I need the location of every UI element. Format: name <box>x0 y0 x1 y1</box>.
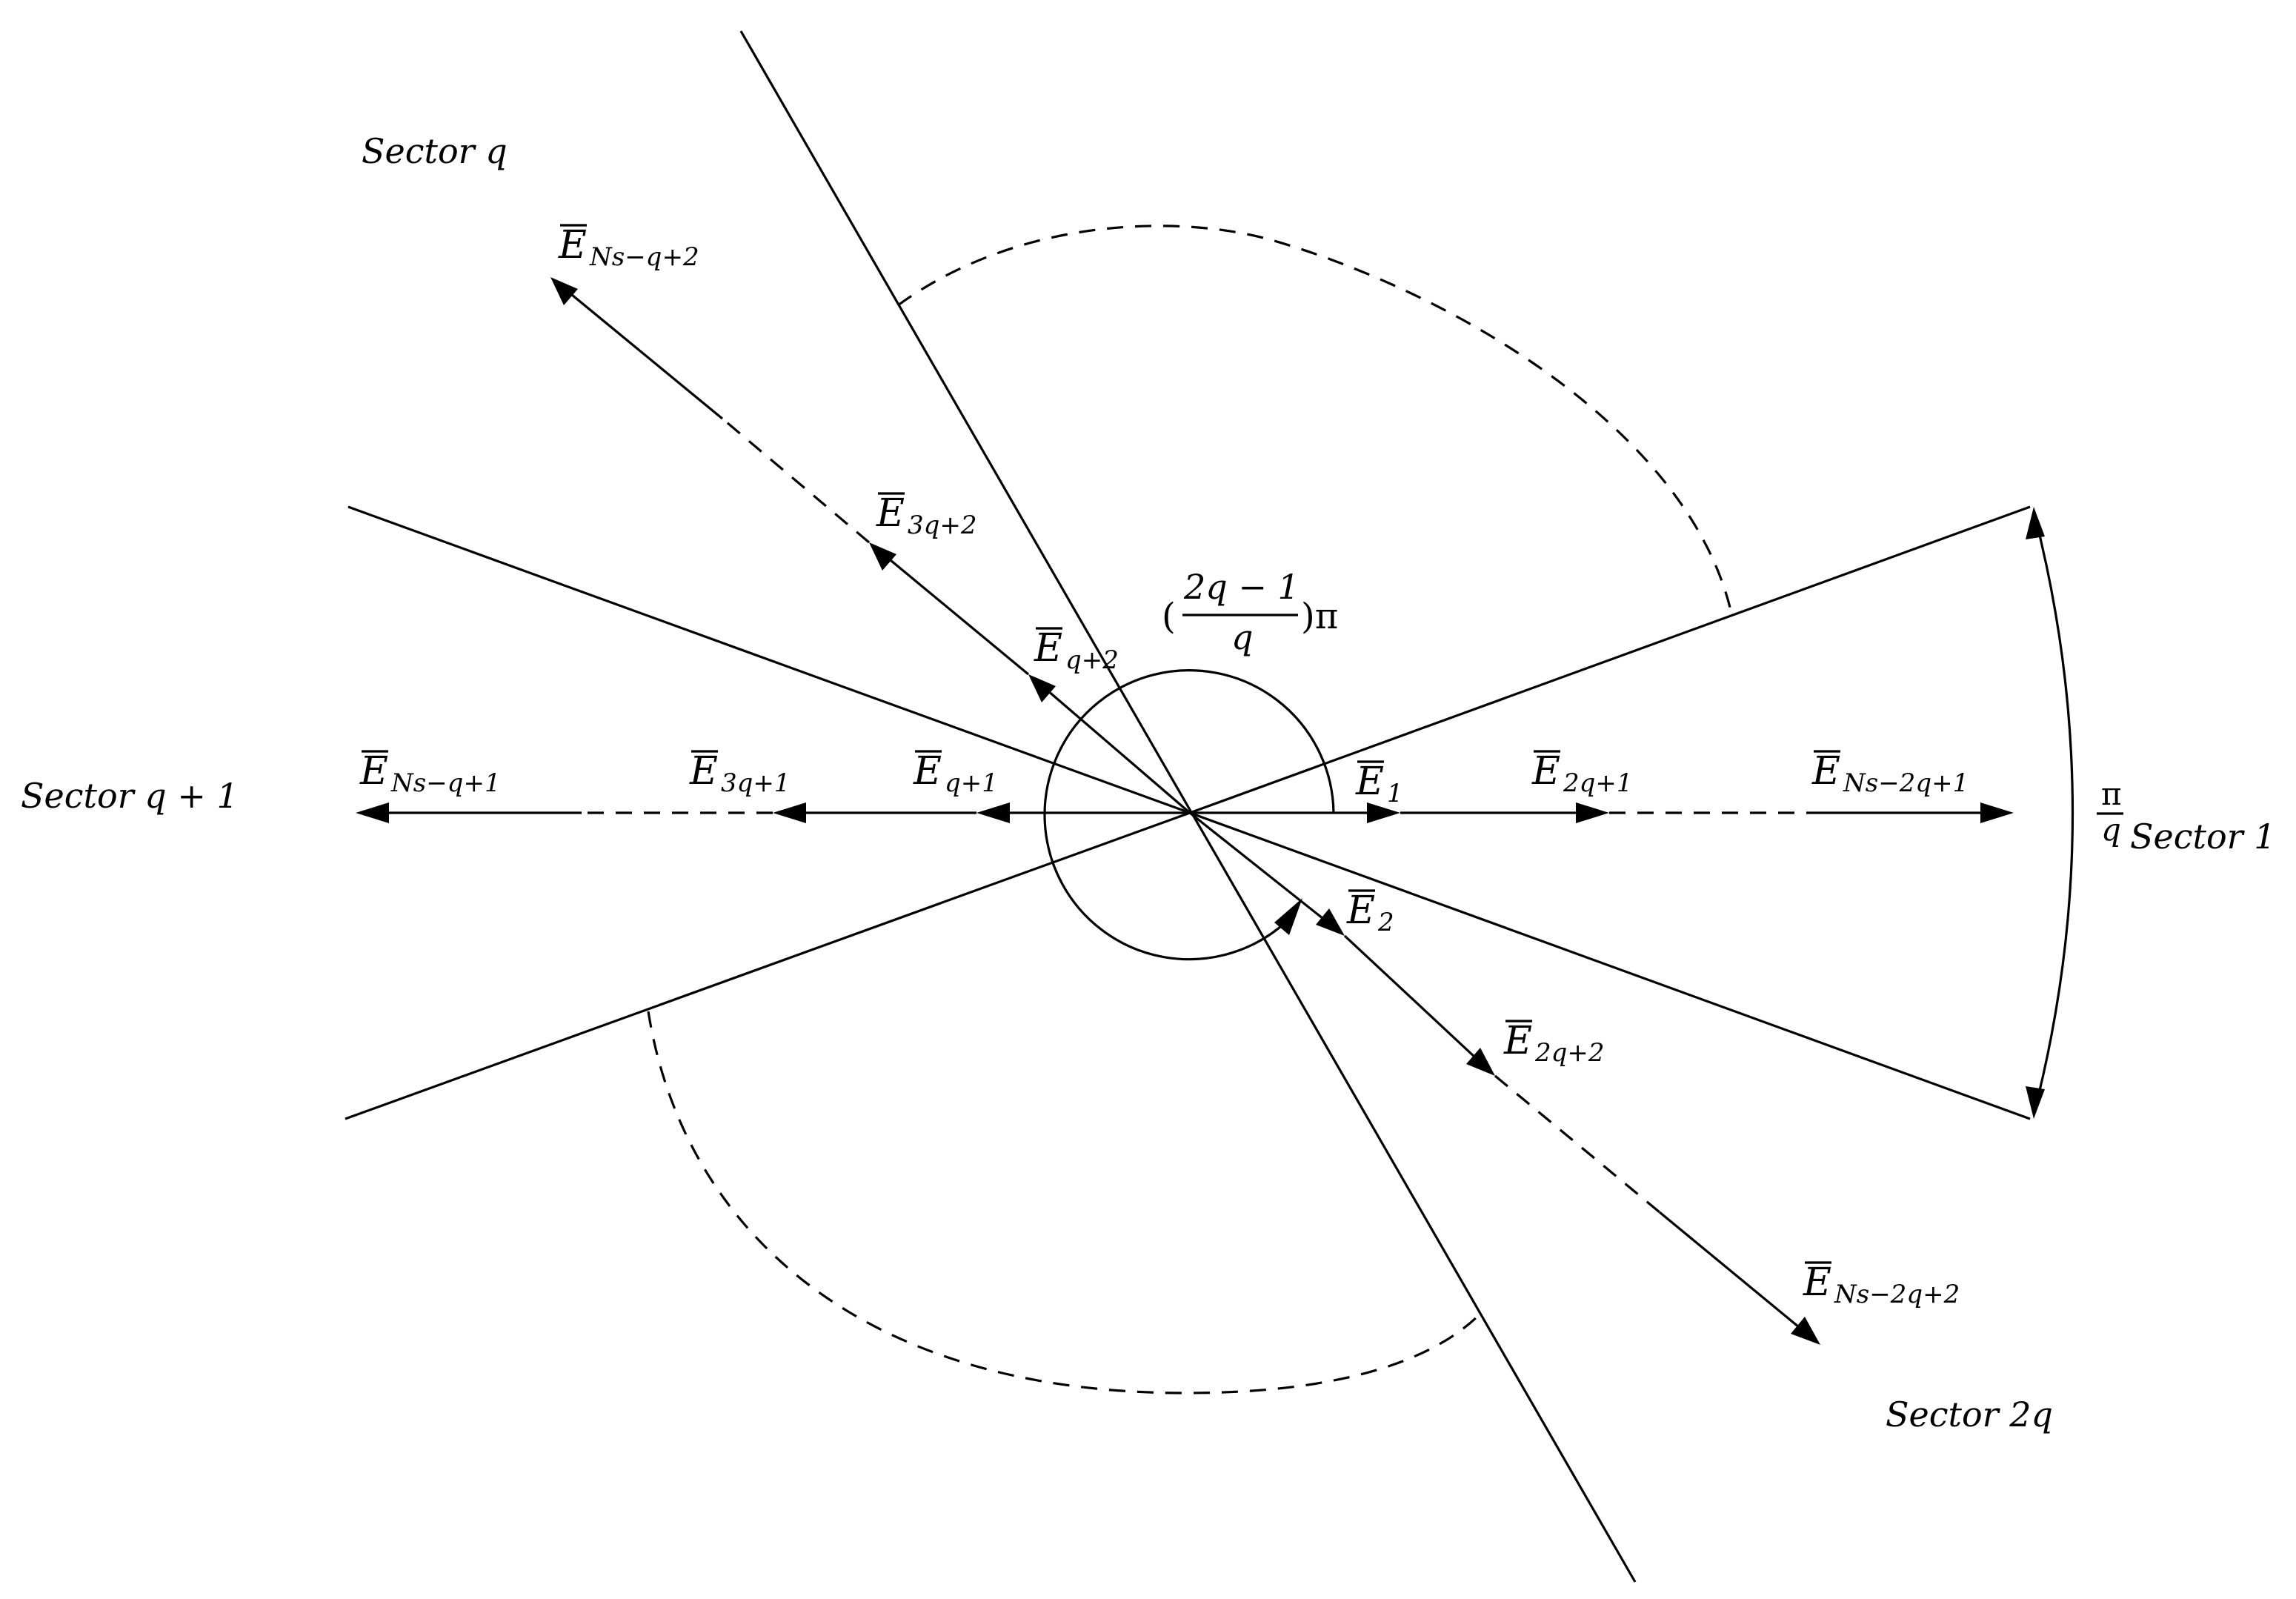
label-eNs2q1-sub: Ns−2q+1 <box>1843 768 1969 798</box>
label-e2q1-sub: 2q+1 <box>1563 768 1633 798</box>
angle-big-denominator: q <box>1231 617 1253 657</box>
label-eq2: E q+2 <box>1034 626 1119 675</box>
dashed-arc-upper <box>897 225 1733 614</box>
vector-lower-right-dashed <box>1494 1074 1661 1214</box>
vector-eq2-arrowhead <box>1028 674 1056 702</box>
label-e2-base: E <box>1346 888 1375 933</box>
label-sector-2q: Sector 2q <box>1886 1394 2053 1435</box>
label-e3q2-base: E <box>876 491 905 536</box>
angle-arc-big-arrowhead <box>1274 898 1302 935</box>
vector-e2-shaft <box>1189 811 1338 931</box>
vector-eNs2q2-arrowhead <box>1791 1317 1820 1345</box>
vector-eNsq2-arrowhead <box>550 277 578 305</box>
vector-e3q1-arrowhead <box>773 802 806 823</box>
vector-e1-arrowhead <box>1367 802 1400 823</box>
label-e1-base: E <box>1355 759 1384 804</box>
boundary-line-upper-left <box>347 505 1191 814</box>
label-angle-big: ( 2q − 1 q )π <box>1162 567 1338 657</box>
vector-eNs2q1-arrowhead <box>1980 802 2014 823</box>
label-eq1: E q+1 <box>913 749 998 798</box>
label-e2q2: E 2q+2 <box>1503 1019 1605 1068</box>
label-angle-small: π q <box>2097 776 2123 848</box>
label-sector-q-plus-1: Sector q + 1 <box>21 776 239 816</box>
boundary-line-upper-right <box>1189 505 2031 814</box>
label-e2q2-sub: 2q+2 <box>1534 1038 1605 1068</box>
label-e3q2-sub: 3q+2 <box>908 511 977 540</box>
label-eq2-base: E <box>1034 626 1062 671</box>
vector-e2q2-shaft <box>1343 934 1488 1069</box>
label-eNs2q2: E Ns−2q+2 <box>1803 1260 1960 1309</box>
dashed-arc-lower <box>647 1011 1481 1394</box>
label-eNs2q2-sub: Ns−2q+2 <box>1834 1280 1960 1309</box>
angle-small-denominator: q <box>2101 811 2121 848</box>
label-e2q1: E 2q+1 <box>1531 749 1633 798</box>
label-eNsq1: E Ns−q+1 <box>359 749 501 798</box>
label-e3q1-sub: 3q+1 <box>721 768 791 798</box>
label-eq1-sub: q+1 <box>945 768 998 798</box>
angle-arc-small-arrowhead-top <box>2026 507 2045 539</box>
label-e1: E 1 <box>1355 759 1403 808</box>
label-e3q2: E 3q+2 <box>876 491 977 540</box>
label-sector-1: Sector 1 <box>2130 817 2276 857</box>
vector-upper-left-dashed <box>721 417 871 544</box>
boundary-line-lower-right <box>1189 811 2031 1120</box>
vector-eq1-arrowhead <box>976 802 1010 823</box>
label-e1-sub: 1 <box>1387 779 1403 808</box>
label-eNs2q1: E Ns−2q+1 <box>1811 749 1969 798</box>
vector-e2-arrowhead <box>1316 908 1345 936</box>
vector-e3q2-arrowhead <box>869 542 896 571</box>
label-eNs2q1-base: E <box>1811 749 1840 794</box>
vector-e2q2-arrowhead <box>1466 1048 1495 1076</box>
angle-big-numerator: 2q − 1 <box>1183 567 1300 607</box>
boundary-line-lower-left <box>345 811 1191 1120</box>
label-e3q1-base: E <box>689 749 718 794</box>
vector-eq2-shaft <box>1036 680 1191 814</box>
label-eNs2q2-base: E <box>1803 1260 1831 1305</box>
vector-eNsq2-shaft <box>558 283 724 420</box>
label-e3q1: E 3q+1 <box>689 749 791 798</box>
label-eNsq2-base: E <box>558 223 587 267</box>
label-eNsq1-base: E <box>359 749 388 794</box>
vector-eNsq1-arrowhead <box>356 802 389 823</box>
angle-arc-small <box>2032 511 2074 1115</box>
angle-big-open: ( <box>1162 596 1176 637</box>
label-e2q2-base: E <box>1503 1019 1532 1063</box>
label-eNsq2: E Ns−q+2 <box>558 223 699 272</box>
vector-e3q2-shaft <box>876 548 1030 676</box>
vector-eNs2q2-shaft <box>1658 1211 1813 1339</box>
angle-small-numerator: π <box>2101 776 2122 812</box>
label-eNsq1-sub: Ns−q+1 <box>390 768 501 798</box>
label-eNsq2-sub: Ns−q+2 <box>589 242 699 272</box>
angle-big-close: )π <box>1301 596 1338 637</box>
label-e2-sub: 2 <box>1377 908 1394 937</box>
angle-arc-big <box>1043 669 1335 961</box>
label-eq1-base: E <box>913 749 942 794</box>
label-eq2-sub: q+2 <box>1065 645 1119 675</box>
label-sector-q: Sector q <box>362 131 508 171</box>
label-e2: E 2 <box>1346 888 1394 937</box>
boundary-line-steep <box>739 30 1637 1583</box>
vector-e2q1-arrowhead <box>1576 802 1609 823</box>
angle-arc-small-arrowhead-bottom <box>2026 1086 2045 1119</box>
label-e2q1-base: E <box>1531 749 1560 794</box>
